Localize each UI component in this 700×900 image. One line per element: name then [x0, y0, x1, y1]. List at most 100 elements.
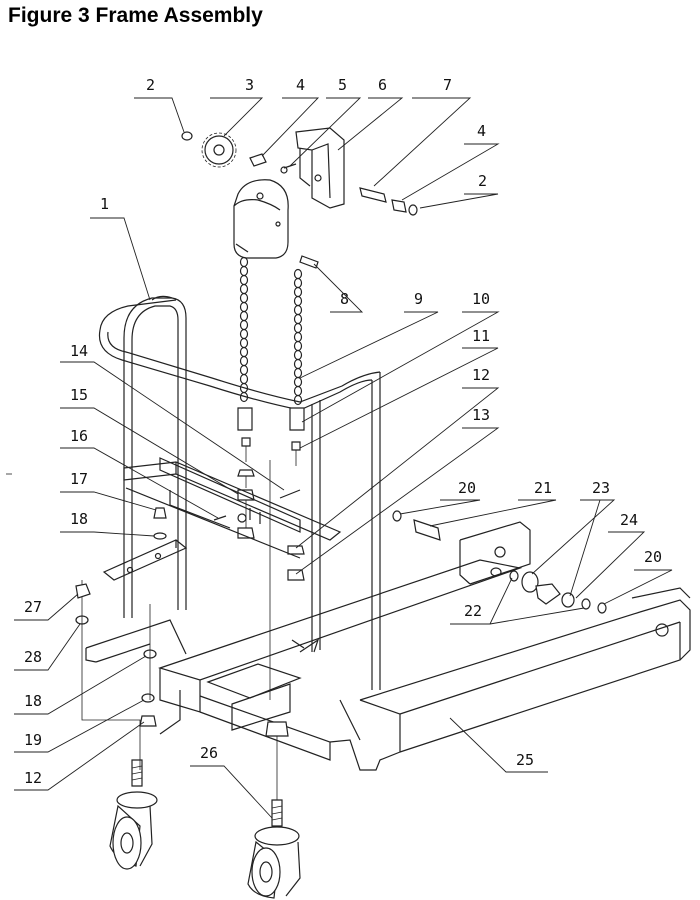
chain-link: [293, 277, 303, 289]
svg-text:27: 27: [24, 598, 42, 616]
svg-text:2: 2: [146, 76, 155, 94]
svg-text:24: 24: [620, 511, 638, 529]
sprocket: [201, 132, 237, 168]
chain-link: [293, 286, 303, 298]
callout-23: 23: [531, 479, 616, 597]
caster-right: [247, 799, 301, 899]
svg-text:26: 26: [200, 744, 218, 762]
chain-link: [293, 394, 303, 406]
chain-link: [239, 319, 249, 331]
callout-21: 21: [429, 479, 557, 527]
svg-text:4: 4: [477, 122, 486, 140]
callout-6: 6: [337, 76, 404, 151]
chain-link: [239, 274, 249, 286]
callout-10: 10: [301, 290, 500, 423]
base-frame: [158, 521, 691, 771]
svg-text:12: 12: [24, 769, 42, 787]
svg-text:25: 25: [516, 751, 534, 769]
chain-link: [293, 385, 303, 397]
chain-link: [239, 301, 249, 313]
svg-text:23: 23: [592, 479, 610, 497]
callout-3: 3: [210, 76, 264, 137]
handle-frame: [98, 295, 381, 690]
chain-housing: [233, 179, 289, 259]
mount-plate: [295, 127, 345, 209]
callout-5: 5: [289, 76, 362, 167]
chain-link: [239, 292, 249, 304]
callout-19: 19: [14, 699, 145, 753]
callout-15: 15: [60, 386, 239, 495]
chain-link: [239, 310, 249, 322]
svg-text:19: 19: [24, 731, 42, 749]
callout-1: 1: [90, 195, 151, 301]
svg-text:4: 4: [296, 76, 305, 94]
svg-text:5: 5: [338, 76, 347, 94]
callout-18-lower: 18: [14, 655, 147, 715]
guide-lines: [81, 460, 271, 770]
caster-left: [109, 759, 158, 870]
callout-26: 26: [190, 744, 273, 819]
svg-text:11: 11: [472, 327, 490, 345]
chains: [239, 256, 303, 406]
callout-17: 17: [60, 470, 157, 511]
callout-28: 28: [14, 623, 81, 671]
svg-text:20: 20: [458, 479, 476, 497]
svg-text:22: 22: [464, 602, 482, 620]
chain-link: [239, 328, 249, 340]
chain-link: [293, 376, 303, 388]
callout-4: 4: [261, 76, 320, 157]
svg-text:7: 7: [443, 76, 452, 94]
svg-text:2: 2: [478, 172, 487, 190]
callout-25: 25: [449, 717, 548, 773]
svg-text:17: 17: [70, 470, 88, 488]
chain-link: [239, 346, 249, 358]
callout-12-right: 12: [295, 366, 500, 549]
chain-link: [293, 358, 303, 370]
chain-link: [239, 373, 249, 385]
callout-8: 8: [313, 263, 364, 313]
chain-link: [239, 364, 249, 376]
chain-link: [293, 268, 303, 280]
svg-text:20: 20: [644, 548, 662, 566]
svg-text:15: 15: [70, 386, 88, 404]
figure-title: Figure 3 Frame Assembly: [8, 4, 263, 27]
chain-link: [293, 340, 303, 352]
svg-text:21: 21: [534, 479, 552, 497]
svg-text:6: 6: [378, 76, 387, 94]
svg-text:18: 18: [70, 510, 88, 528]
caster-post-right: [265, 721, 289, 800]
callout-27: 27: [14, 593, 79, 621]
callout-24: 24: [575, 511, 646, 599]
chain-link: [239, 337, 249, 349]
callout-18: 18: [60, 510, 155, 537]
left-hardware: [75, 507, 167, 727]
chain-link: [239, 391, 249, 403]
callout-20: 20: [399, 479, 481, 515]
svg-text:16: 16: [70, 427, 88, 445]
chain-link: [293, 331, 303, 343]
chain-link: [239, 256, 249, 268]
svg-text:18: 18: [24, 692, 42, 710]
callout-16: 16: [60, 427, 219, 519]
callout-22: 22: [450, 577, 585, 625]
svg-text:28: 28: [24, 648, 42, 666]
callout-2: 2: [134, 76, 185, 133]
wheel-bracket: [85, 619, 187, 663]
svg-text:12: 12: [472, 366, 490, 384]
chain-link: [239, 355, 249, 367]
callout-2-right: 2: [419, 172, 499, 209]
svg-text:1: 1: [100, 195, 109, 213]
callout-4-right: 4: [401, 122, 500, 201]
callout-12-lower: 12: [14, 721, 145, 791]
chain-link: [293, 295, 303, 307]
chain-link: [239, 265, 249, 277]
svg-text:8: 8: [340, 290, 349, 308]
chain-link: [293, 304, 303, 316]
svg-text:13: 13: [472, 406, 490, 424]
callout-11: 11: [299, 327, 499, 449]
chain-link: [239, 283, 249, 295]
callout-9: 9: [299, 290, 439, 379]
svg-text:3: 3: [245, 76, 254, 94]
axle-assembly: [392, 510, 607, 614]
